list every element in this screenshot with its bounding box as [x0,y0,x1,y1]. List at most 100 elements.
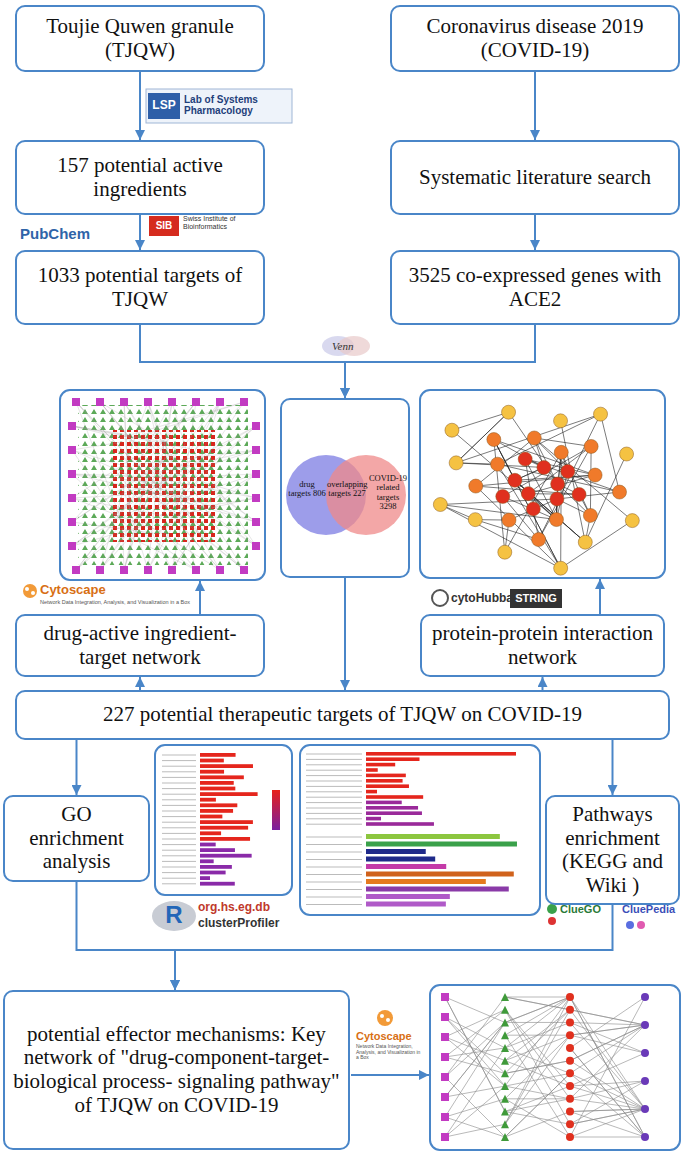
link-line [123,451,256,546]
bar [200,803,237,807]
lsp-logo [146,89,292,123]
link-line [121,471,244,570]
link-line [76,402,122,523]
target-node [566,1095,574,1103]
link-line [505,1010,570,1125]
drug-node [192,566,200,574]
logo-label: R [161,902,187,928]
link-line [72,472,120,522]
interaction-line [561,452,590,515]
link-line [570,1048,645,1137]
node-text: protein-protein interaction network [430,622,655,669]
link-line [570,1022,645,1025]
protein-node [518,452,532,466]
link-line [145,437,256,522]
link-line [505,1010,570,1061]
drug-node [68,494,76,502]
drug-node [240,566,248,574]
bar [200,798,216,802]
bar [200,882,235,886]
link-line [159,474,256,532]
bar [366,879,486,884]
bar [200,831,221,835]
drug-node [252,470,260,478]
target-node [566,1108,574,1116]
connector [345,325,535,398]
venn-label: drug targets 806 [287,480,327,499]
drug-node [252,542,260,550]
target-node [566,1031,574,1039]
link-line [445,1124,505,1137]
drug-node [441,1033,449,1041]
link-line [72,498,175,518]
axis-text-mark [162,799,196,800]
node-label: protein-protein interaction network [430,622,655,669]
target-node [566,1120,574,1128]
axis-text-mark [162,827,196,828]
target-node [566,1057,574,1065]
link-line [148,477,256,546]
axis-text-mark [306,874,362,875]
logo-label: STRING [510,592,562,604]
link-line [72,450,140,471]
drug-node [441,993,449,1001]
protein-node [549,513,563,527]
axis-text-mark [306,813,362,814]
target-node [566,1069,574,1077]
link-line [124,402,157,458]
component-node [501,993,509,1001]
axis-text-mark [306,904,362,905]
interaction-line [456,412,508,463]
target-node [566,1082,574,1090]
target-node [566,1006,574,1014]
link-line [445,1099,505,1117]
node-text: potential effector mechanisms: Key netwo… [13,1023,340,1117]
link-line [505,1073,570,1137]
protein-node [578,535,592,549]
link-line [570,1025,645,1061]
protein-node [469,479,483,493]
link-line [570,997,645,1137]
axis-text-mark [162,878,196,879]
logo-label: SIB [149,220,179,231]
link-line [72,474,178,485]
interaction-line [494,440,561,569]
protein-node [583,508,597,522]
link-line [177,474,256,498]
cluego-icon [548,917,556,925]
bar [200,787,235,791]
bar [366,887,509,892]
bar [366,774,406,778]
logo-label: PubChem [20,226,90,243]
link-line [570,997,645,1048]
link-line [72,498,167,534]
arrow [351,1074,429,1076]
axis-text-mark [162,844,196,845]
link-line [505,997,570,1010]
bar [366,811,422,815]
link-line [570,997,645,1137]
link-line [445,1117,505,1137]
protein-node [554,414,568,428]
axis-text-mark [162,861,196,862]
link-line [72,522,159,534]
bar [200,753,236,757]
link-line [505,1010,570,1086]
link-line [505,1010,570,1125]
link-line [72,475,172,546]
connector [139,72,141,140]
bar [200,871,226,875]
drug-node [120,398,128,406]
component-node [501,1095,509,1103]
axis-text-mark [306,889,362,890]
link-line [570,1073,645,1109]
bar [200,876,210,880]
axis-text-mark [162,833,196,834]
link-line [570,1053,645,1086]
node-text: 3525 co-expressed genes with ACE2 [400,264,670,311]
bar [200,764,253,768]
link-line [100,402,168,484]
axis-text-mark [306,844,362,845]
component-node [501,1069,509,1077]
bar [200,854,252,858]
